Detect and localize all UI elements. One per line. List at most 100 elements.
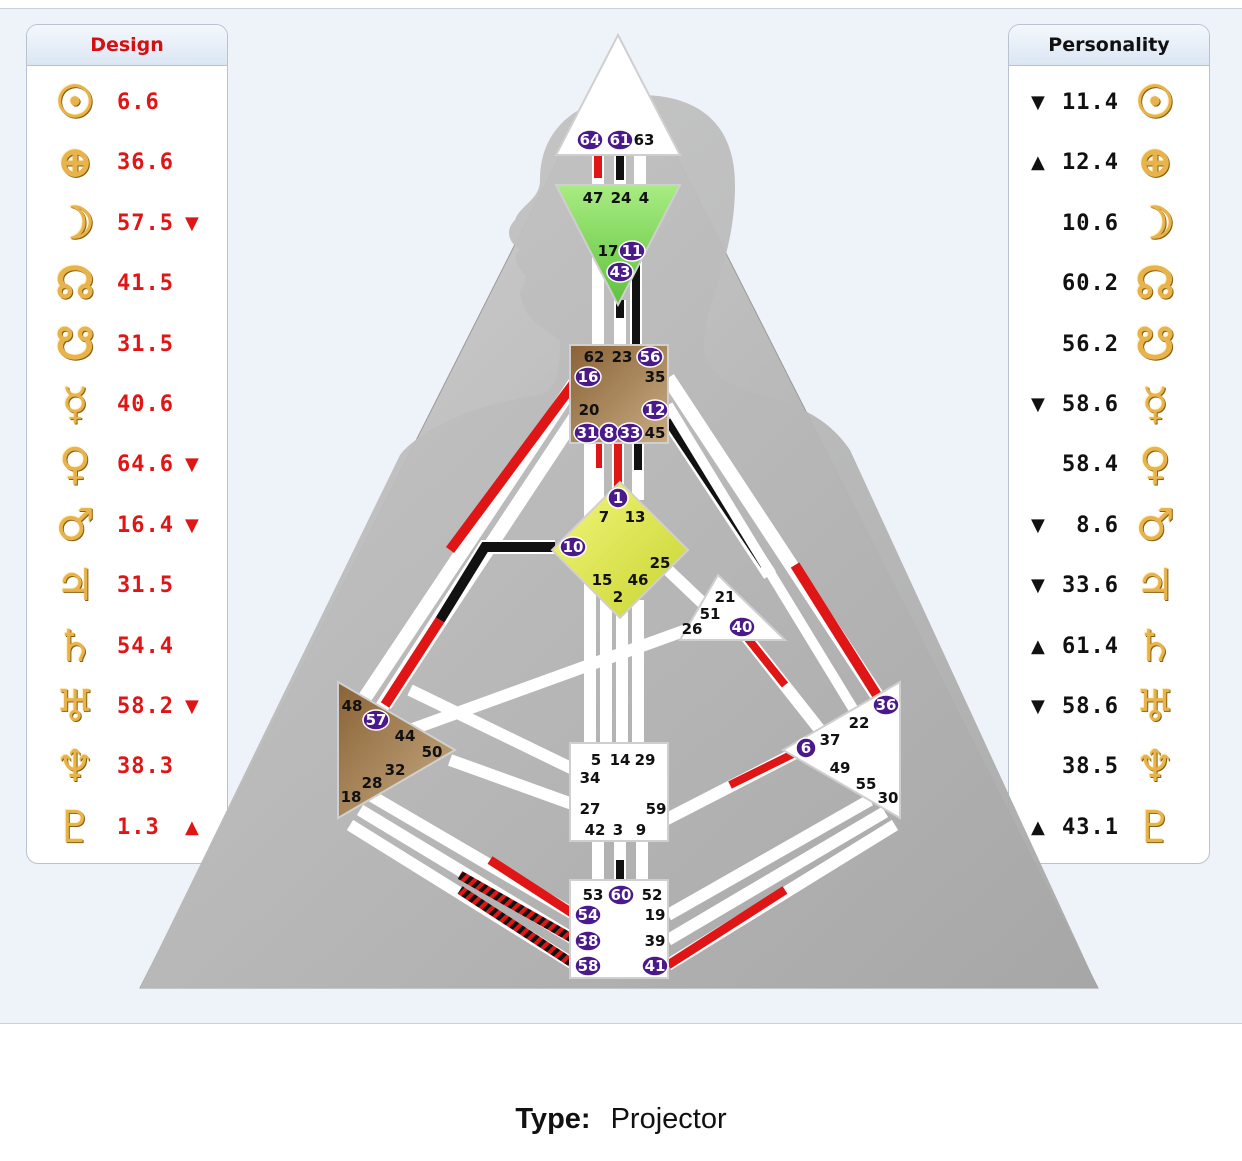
gate-64[interactable]: 64 — [576, 129, 604, 151]
gate-11[interactable]: 11 — [618, 240, 646, 262]
gate-32[interactable]: 32 — [385, 761, 406, 779]
gate-63[interactable]: 63 — [634, 131, 655, 149]
gate-44[interactable]: 44 — [395, 727, 416, 745]
gate-33[interactable]: 33 — [616, 422, 644, 444]
gate-14[interactable]: 14 — [610, 751, 631, 769]
gate-40[interactable]: 40 — [728, 616, 756, 638]
gate-number: 55 — [856, 775, 877, 793]
gate-39[interactable]: 39 — [645, 932, 666, 950]
gate-47[interactable]: 47 — [583, 189, 604, 207]
type-line: Type:Projector — [0, 1103, 1242, 1136]
gate-number: 27 — [580, 800, 601, 818]
gate-36[interactable]: 36 — [872, 694, 900, 716]
gate-53[interactable]: 53 — [583, 886, 604, 904]
gate-37[interactable]: 37 — [820, 731, 841, 749]
sacral-center[interactable] — [569, 742, 669, 842]
gate-57[interactable]: 57 — [362, 709, 390, 731]
gate-61[interactable]: 61 — [606, 129, 634, 151]
gate-5[interactable]: 5 — [591, 751, 601, 769]
detriment-arrow-icon: ▼ — [1031, 696, 1045, 717]
g-center[interactable] — [550, 480, 690, 620]
gate-29[interactable]: 29 — [635, 751, 656, 769]
gate-42[interactable]: 42 — [585, 821, 606, 839]
gate-4[interactable]: 4 — [639, 189, 649, 207]
gate-number: 62 — [584, 348, 605, 366]
gate-number: 61 — [610, 131, 631, 149]
gate-number: 4 — [639, 189, 649, 207]
gate-10[interactable]: 10 — [559, 536, 587, 558]
gate-45[interactable]: 45 — [645, 424, 666, 442]
gate-12[interactable]: 12 — [641, 399, 669, 421]
gate-active-badge — [641, 955, 669, 977]
north-node-icon: ☊ — [55, 258, 95, 310]
gate-41[interactable]: 41 — [641, 955, 669, 977]
neptune-icon: ♆ — [55, 741, 95, 793]
gate-number: 33 — [620, 424, 641, 442]
gate-23[interactable]: 23 — [612, 348, 633, 366]
gate-28[interactable]: 28 — [362, 774, 383, 792]
ajna-center[interactable] — [554, 184, 682, 308]
gate-6[interactable]: 6 — [795, 737, 817, 759]
gate-46[interactable]: 46 — [628, 571, 649, 589]
gate-16[interactable]: 16 — [574, 366, 602, 388]
gate-25[interactable]: 25 — [650, 554, 671, 572]
gate-2[interactable]: 2 — [613, 588, 623, 606]
solar-plexus-center[interactable] — [781, 680, 901, 820]
gate-active-badge — [574, 930, 602, 952]
north-node-icon: ☊ — [1135, 258, 1175, 310]
sun-icon: ☉ — [55, 77, 95, 128]
gate-number: 51 — [700, 605, 721, 623]
gate-49[interactable]: 49 — [830, 759, 851, 777]
gate-55[interactable]: 55 — [856, 775, 877, 793]
gate-50[interactable]: 50 — [422, 743, 443, 761]
gate-24[interactable]: 24 — [611, 189, 632, 207]
gate-number: 41 — [645, 957, 666, 975]
gate-58[interactable]: 58 — [574, 955, 602, 977]
gate-48[interactable]: 48 — [342, 697, 363, 715]
gate-27[interactable]: 27 — [580, 800, 601, 818]
gate-34[interactable]: 34 — [580, 769, 601, 787]
gate-54[interactable]: 54 — [574, 904, 602, 926]
gate-8[interactable]: 8 — [598, 422, 620, 444]
personality-row-uranus: ♅58.6▼ — [1009, 679, 1209, 735]
gate-7[interactable]: 7 — [599, 508, 609, 526]
gate-62[interactable]: 62 — [584, 348, 605, 366]
gate-13[interactable]: 13 — [625, 508, 646, 526]
gate-20[interactable]: 20 — [579, 401, 600, 419]
gate-31[interactable]: 31 — [573, 422, 601, 444]
gate-9[interactable]: 9 — [636, 821, 646, 839]
personality-row-venus: ♀58.4 — [1009, 437, 1209, 493]
gate-number: 36 — [876, 696, 897, 714]
gate-59[interactable]: 59 — [646, 800, 667, 818]
heart-center[interactable] — [678, 573, 788, 641]
gate-21[interactable]: 21 — [715, 588, 736, 606]
gate-15[interactable]: 15 — [592, 571, 613, 589]
gate-3[interactable]: 3 — [613, 821, 623, 839]
gate-60[interactable]: 60 — [607, 884, 635, 906]
design-panel: Design ☉6.6⊕36.6☽57.5▼☊41.5☋31.5☿40.6♀64… — [26, 24, 228, 864]
gate-number: 32 — [385, 761, 406, 779]
gate-26[interactable]: 26 — [682, 620, 703, 638]
head-center[interactable] — [554, 32, 682, 156]
design-row-saturn: ♄54.4 — [27, 619, 227, 675]
planet-value: 33.6 — [1062, 573, 1119, 599]
gate-17[interactable]: 17 — [598, 242, 619, 260]
gate-51[interactable]: 51 — [700, 605, 721, 623]
gate-number: 10 — [563, 538, 584, 556]
detriment-arrow-icon: ▼ — [1031, 92, 1045, 113]
gate-number: 60 — [611, 886, 632, 904]
gate-35[interactable]: 35 — [645, 368, 666, 386]
gate-19[interactable]: 19 — [645, 906, 666, 924]
gate-18[interactable]: 18 — [341, 788, 362, 806]
personality-row-north-node: ☊60.2 — [1009, 256, 1209, 312]
gate-38[interactable]: 38 — [574, 930, 602, 952]
gate-52[interactable]: 52 — [642, 886, 663, 904]
channels — [346, 155, 899, 971]
gate-1[interactable]: 1 — [607, 487, 629, 509]
gate-56[interactable]: 56 — [636, 346, 664, 368]
gate-number: 46 — [628, 571, 649, 589]
gate-22[interactable]: 22 — [849, 714, 870, 732]
gate-43[interactable]: 43 — [606, 261, 634, 283]
gate-30[interactable]: 30 — [878, 789, 899, 807]
design-row-south-node: ☋31.5 — [27, 317, 227, 373]
